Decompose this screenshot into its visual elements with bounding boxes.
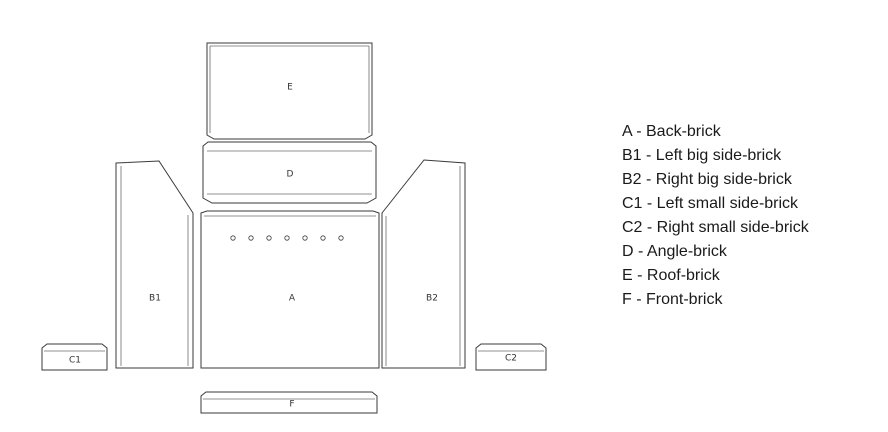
- air-hole: [230, 235, 236, 241]
- legend-item-e: E - Roof-brick: [622, 267, 720, 284]
- air-hole: [338, 235, 344, 241]
- piece-label-d: D: [287, 170, 294, 180]
- air-hole: [320, 235, 326, 241]
- legend-item-f: F - Front-brick: [622, 291, 723, 308]
- air-hole: [284, 235, 290, 241]
- air-holes: [230, 235, 344, 241]
- air-hole: [302, 235, 308, 241]
- piece-label-b1: B1: [149, 294, 161, 304]
- legend-item-d: D - Angle-brick: [622, 243, 727, 260]
- piece-label-c1: C1: [69, 356, 81, 366]
- left-big-side-brick-b1: B1: [115, 160, 194, 369]
- legend: A - Back-brick B1 - Left big side-brick …: [622, 120, 809, 312]
- right-small-side-brick-c2: C2: [475, 343, 547, 371]
- front-brick-f: F: [200, 391, 378, 414]
- air-hole: [248, 235, 254, 241]
- piece-label-c2: C2: [505, 354, 517, 364]
- piece-label-f: F: [289, 400, 294, 410]
- piece-label-e: E: [287, 83, 293, 93]
- legend-item-a: A - Back-brick: [622, 123, 721, 140]
- legend-item-c1: C1 - Left small side-brick: [622, 195, 799, 212]
- roof-brick-e: E: [206, 42, 373, 140]
- air-hole: [266, 235, 272, 241]
- piece-label-b2: B2: [426, 294, 438, 304]
- piece-label-a: A: [289, 294, 296, 304]
- back-brick-a: A: [200, 210, 380, 369]
- angle-brick-d: D: [202, 141, 377, 204]
- left-small-side-brick-c1: C1: [41, 343, 108, 371]
- right-big-side-brick-b2: B2: [381, 159, 466, 369]
- legend-item-b2: B2 - Right big side-brick: [622, 171, 792, 188]
- legend-item-c2: C2 - Right small side-brick: [622, 219, 809, 236]
- legend-item-b1: B1 - Left big side-brick: [622, 147, 782, 164]
